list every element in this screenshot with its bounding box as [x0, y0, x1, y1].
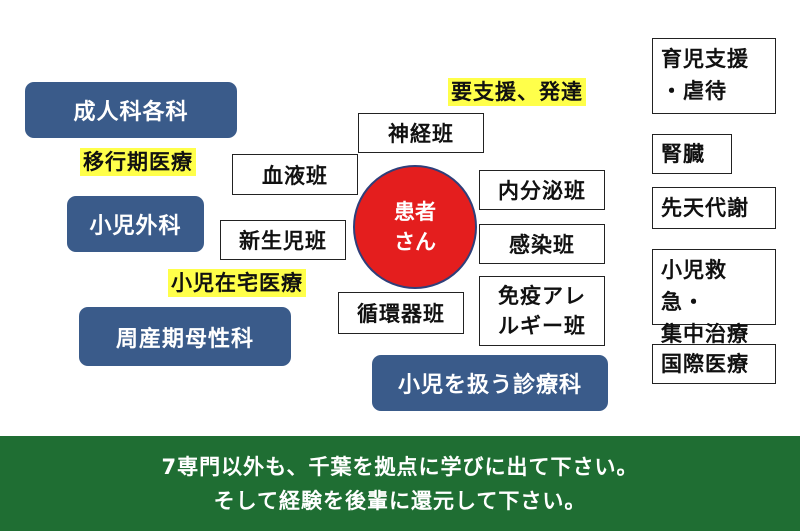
development-support-label: 要支援、発達 — [448, 78, 586, 106]
footer-banner: 7専門以外も、千葉を拠点に学びに出て下さい。 そして経験を後輩に還元して下さい。 — [0, 436, 800, 531]
international-label: 国際医療 — [661, 352, 749, 376]
patient-label-line2: さん — [394, 230, 436, 254]
neonatal-team-label: 新生児班 — [239, 229, 327, 253]
emergency-label-line2: 集中治療 — [661, 322, 749, 346]
kidney-label: 腎臓 — [661, 142, 705, 166]
neonatal-team-box: 新生児班 — [220, 220, 346, 260]
metabolic-box: 先天代謝 — [652, 187, 776, 229]
blood-team-box: 血液班 — [232, 154, 358, 195]
footer-line2: そして経験を後輩に還元して下さい。 — [213, 488, 587, 513]
metabolic-label: 先天代謝 — [661, 196, 749, 220]
transition-care-label: 移行期医療 — [80, 148, 196, 176]
patient-circle: 患者 さん — [353, 165, 477, 289]
pediatric-surgery-label: 小児外科 — [89, 214, 182, 239]
circulatory-team-label: 循環器班 — [357, 302, 445, 326]
pediatric-departments-label: 小児を扱う診療科 — [397, 373, 582, 398]
immunology-team-box: 免疫アレ ルギー班 — [479, 276, 605, 346]
perinatal-label: 周産期母性科 — [115, 326, 254, 352]
infection-team-label: 感染班 — [509, 233, 575, 257]
pediatric-departments-box: 小児を扱う診療科 — [372, 355, 608, 411]
adult-departments-label: 成人科各科 — [73, 100, 189, 125]
neuro-team-box: 神経班 — [358, 113, 484, 153]
endocrine-team-label: 内分泌班 — [498, 179, 586, 203]
childcare-support-label-line2: ・虐待 — [661, 79, 727, 103]
blood-team-label: 血液班 — [262, 163, 328, 188]
infection-team-box: 感染班 — [479, 224, 605, 264]
neuro-team-label: 神経班 — [388, 122, 454, 146]
childcare-support-box: 育児支援 ・虐待 — [652, 38, 776, 114]
kidney-box: 腎臓 — [652, 134, 732, 174]
perinatal-box: 周産期母性科 — [79, 307, 291, 366]
emergency-box: 小児救急・ 集中治療 — [652, 249, 776, 346]
immunology-team-label-line1: 免疫アレ — [498, 284, 586, 308]
international-box: 国際医療 — [652, 344, 776, 384]
footer-line1: 7専門以外も、千葉を拠点に学びに出て下さい。 — [161, 454, 639, 479]
emergency-label-line1: 小児救急・ — [661, 258, 727, 314]
circulatory-team-box: 循環器班 — [338, 292, 464, 334]
immunology-team-label-line2: ルギー班 — [498, 314, 586, 338]
pediatric-surgery-box: 小児外科 — [67, 196, 204, 252]
adult-departments-box: 成人科各科 — [25, 82, 237, 138]
childcare-support-label-line1: 育児支援 — [661, 47, 749, 71]
patient-label-line1: 患者 — [394, 200, 436, 224]
home-care-label: 小児在宅医療 — [168, 269, 306, 297]
endocrine-team-box: 内分泌班 — [479, 170, 605, 210]
